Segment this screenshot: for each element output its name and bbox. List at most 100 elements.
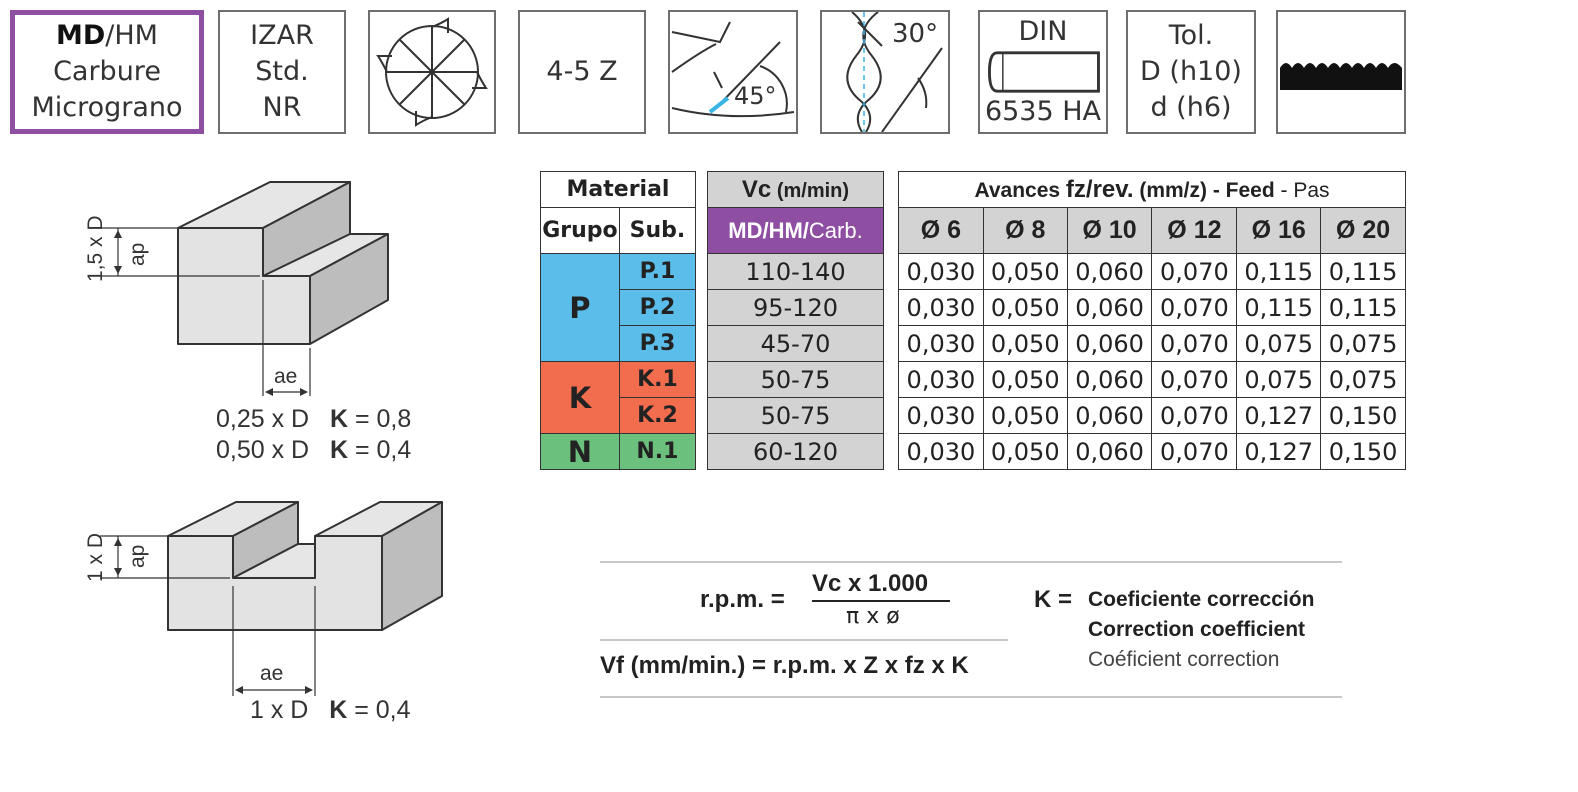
feed-cell: 0,050 xyxy=(982,433,1068,470)
feed-cell: 0,050 xyxy=(982,289,1068,326)
angle-45-icon: 45° xyxy=(671,21,795,118)
helix-30-icon: 30° xyxy=(846,12,943,132)
feed-header-d: - Feed xyxy=(1207,178,1275,202)
feed-cell: 0,030 xyxy=(898,433,984,470)
feed-cell: 0,060 xyxy=(1066,253,1153,290)
teeth-icon-box: 4-5 Z xyxy=(518,10,646,134)
feed-cell: 0,150 xyxy=(1320,433,1406,470)
vc-subheader-a: MD/HM/ xyxy=(728,217,809,243)
feed-cell: 0,030 xyxy=(898,397,984,434)
vc-value: 110-140 xyxy=(707,253,884,290)
brand-line3: NR xyxy=(262,92,302,123)
feed-cell: 0,070 xyxy=(1151,433,1238,470)
four-flute-cross-section-icon xyxy=(376,17,488,127)
vc-subheader-b: Carb. xyxy=(808,217,863,243)
material-line2: Carbure xyxy=(53,56,161,87)
vc-header-unit: (m/min) xyxy=(771,179,850,202)
k-desc-es: Coeficiente corrección xyxy=(1088,588,1315,611)
helix30-label: 30° xyxy=(892,19,938,49)
vc-header: Vc (m/min) xyxy=(707,171,884,208)
four-flute-icon-box xyxy=(368,10,496,134)
feed-cell: 0,050 xyxy=(982,397,1068,434)
angle45-icon-box: 45° xyxy=(668,10,798,134)
feed-table: Avances fz/rev. (mm/z) - Feed - Pas Ø 6 … xyxy=(898,171,1406,470)
sub-p1: P.1 xyxy=(618,253,697,290)
diameter-6: Ø 6 xyxy=(898,207,984,254)
diameter-10: Ø 10 xyxy=(1066,207,1153,254)
rougher-wave-icon xyxy=(1280,63,1402,90)
k2-width: 0,50 x D xyxy=(216,436,310,464)
group-p: P xyxy=(540,253,620,362)
vc-table: Vc (m/min) MD/HM/Carb. 110-140 95-120 45… xyxy=(707,171,884,470)
formula-top-rule xyxy=(600,561,1342,563)
brand-line1: IZAR xyxy=(250,20,314,51)
material-icon-box: MD/HM Carbure Micrograno xyxy=(10,10,204,134)
k-label: K = xyxy=(1034,586,1073,613)
fraction-bar xyxy=(812,600,950,602)
diagram1-k-values: 0,25 x D K = 0,8 0,50 x D K = 0,4 xyxy=(216,404,411,466)
feed-cell: 0,127 xyxy=(1236,433,1322,470)
k3-val: = 0,4 xyxy=(354,696,411,724)
din-top: DIN xyxy=(1018,16,1068,47)
feed-cell: 0,060 xyxy=(1066,361,1153,398)
material-table: Material Grupo Sub. P P.1 P.2 P.3 K K.1 … xyxy=(540,171,697,470)
diagram2-ae-label: ae xyxy=(260,662,283,685)
col-sub: Sub. xyxy=(618,207,697,254)
feed-cell: 0,075 xyxy=(1236,325,1322,362)
feed-cell: 0,070 xyxy=(1151,397,1238,434)
diagram1-ap-label: ap xyxy=(126,243,149,266)
material-bold: MD xyxy=(56,20,106,51)
feed-cell: 0,127 xyxy=(1236,397,1322,434)
feed-cell: 0,060 xyxy=(1066,325,1153,362)
feed-cell: 0,060 xyxy=(1066,433,1153,470)
k2-k: K xyxy=(329,436,349,464)
group-k: K xyxy=(540,361,620,434)
rpm-denominator: π x ø xyxy=(846,604,900,629)
diameter-20: Ø 20 xyxy=(1320,207,1406,254)
teeth-count: 4-5 Z xyxy=(546,56,618,87)
k1-k: K xyxy=(329,405,349,433)
k3-width: 1 x D xyxy=(250,696,309,724)
vc-value: 45-70 xyxy=(707,325,884,362)
brand-line2: Std. xyxy=(255,56,309,87)
material-header: Material xyxy=(540,171,696,208)
feed-header-c: (mm/z) xyxy=(1133,178,1207,202)
k2-val: = 0,4 xyxy=(354,436,412,464)
diagram2-k-values: 1 x D K = 0,4 xyxy=(250,696,411,725)
formula-mid-rule xyxy=(600,639,1008,641)
feed-cell: 0,075 xyxy=(1320,325,1406,362)
material-line3: Micrograno xyxy=(31,92,183,123)
feed-cell: 0,050 xyxy=(982,253,1068,290)
k-desc-fr: Coéficient correction xyxy=(1088,648,1280,671)
diameter-row: Ø 6 Ø 8 Ø 10 Ø 12 Ø 16 Ø 20 xyxy=(898,207,1406,254)
feed-header-e: - Pas xyxy=(1274,178,1330,202)
k1-val: = 0,8 xyxy=(354,405,412,433)
rougher-profile-icon-box xyxy=(1276,10,1406,134)
feed-header-a: Avances xyxy=(974,178,1066,202)
vf-formula: Vf (mm/min.) = r.p.m. x Z x fz x K xyxy=(600,652,969,679)
feed-cell: 0,115 xyxy=(1320,289,1406,326)
diameter-8: Ø 8 xyxy=(982,207,1068,254)
feed-cell: 0,030 xyxy=(898,253,984,290)
feed-cell: 0,150 xyxy=(1320,397,1406,434)
vc-value: 50-75 xyxy=(707,397,884,434)
feed-cell: 0,075 xyxy=(1320,361,1406,398)
k-desc-en: Correction coefficient xyxy=(1088,618,1306,641)
feed-cell: 0,115 xyxy=(1236,289,1322,326)
din-bottom: 6535 HA xyxy=(984,96,1102,127)
material-rest: /HM xyxy=(105,20,158,51)
diagram2-side-label: 1 x D xyxy=(84,533,107,582)
vc-value: 50-75 xyxy=(707,361,884,398)
angle45-label: 45° xyxy=(734,82,777,110)
feed-cell: 0,115 xyxy=(1236,253,1322,290)
tolerance-icon-box: Tol. D (h10) d (h6) xyxy=(1126,10,1256,134)
sub-k2: K.2 xyxy=(618,397,697,434)
diagram1-side-label: 1,5 x D xyxy=(84,215,107,282)
rpm-label: r.p.m. = xyxy=(700,586,785,613)
feed-cell: 0,070 xyxy=(1151,289,1238,326)
